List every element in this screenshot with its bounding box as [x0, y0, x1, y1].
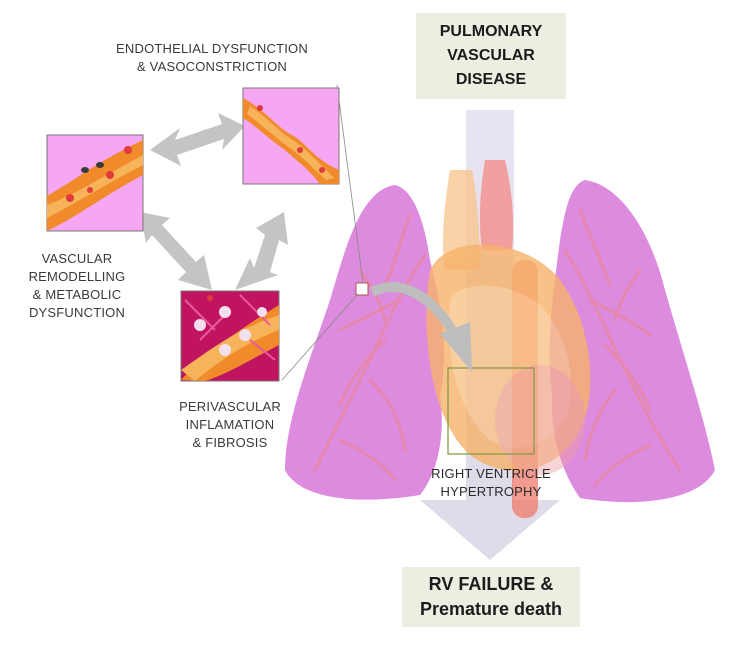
label-remodelling-line2: REMODELLING: [28, 269, 126, 284]
heart: [426, 244, 591, 475]
label-rv-line1: RIGHT VENTRICLE: [431, 466, 551, 481]
box-bottom-line1: RV FAILURE &: [428, 574, 554, 594]
label-rv-hypertrophy: RIGHT VENTRICLE HYPERTROPHY: [416, 465, 566, 501]
label-perivascular-line3: & FIBROSIS: [192, 435, 268, 450]
tile-remodelling: [46, 134, 144, 232]
tile-perivascular: [180, 290, 280, 382]
rv-failure-box: RV FAILURE & Premature death: [402, 567, 580, 627]
pulmonary-vascular-disease-box: PULMONARY VASCULAR DISEASE: [416, 13, 566, 99]
zoom-lines: [281, 84, 364, 381]
label-perivascular-line2: INFLAMATION: [185, 417, 275, 432]
label-endothelial-line2: & VASOCONSTRICTION: [137, 59, 287, 74]
label-rv-line2: HYPERTROPHY: [440, 484, 542, 499]
box-top-line2: VASCULAR: [447, 47, 535, 64]
rv-highlight-box: [447, 367, 535, 455]
left-lung: [285, 185, 445, 500]
curved-arrow-to-heart: [369, 282, 472, 372]
box-top-line1: PULMONARY: [439, 23, 543, 40]
label-remodelling-line3: & METABOLIC: [32, 287, 122, 302]
label-endothelial: ENDOTHELIAL DYSFUNCTION & VASOCONSTRICTI…: [92, 40, 332, 76]
right-lung: [549, 180, 715, 503]
tile-endothelial: [242, 87, 340, 185]
label-perivascular-line1: PERIVASCULAR: [179, 399, 281, 414]
cycle-arrows: [140, 113, 288, 290]
label-perivascular: PERIVASCULAR INFLAMATION & FIBROSIS: [150, 398, 310, 452]
box-top-line3: DISEASE: [455, 71, 527, 88]
label-remodelling-line1: VASCULAR: [41, 251, 113, 266]
label-endothelial-line1: ENDOTHELIAL DYSFUNCTION: [116, 41, 308, 56]
box-bottom-line2: Premature death: [419, 599, 563, 619]
zoom-marker: [355, 282, 369, 296]
label-remodelling: VASCULAR REMODELLING & METABOLIC DYSFUNC…: [2, 250, 152, 322]
label-remodelling-line4: DYSFUNCTION: [28, 305, 126, 320]
